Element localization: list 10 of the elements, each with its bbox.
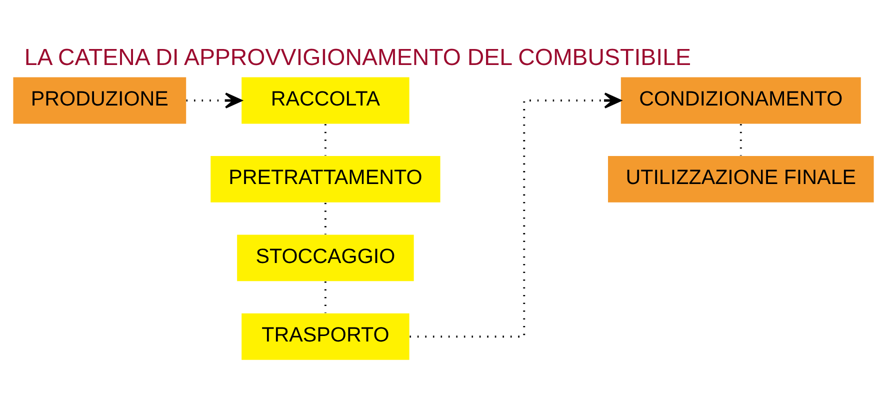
node-box: TRASPORTO <box>242 313 410 360</box>
node-box: PRETRATTAMENTO <box>210 156 440 202</box>
diagram-title: LA CATENA DI APPROVVIGIONAMENTO DEL COMBUSTIBILE <box>24 44 692 70</box>
node-box: STOCCAGGIO <box>237 234 414 282</box>
arrow <box>410 92 622 338</box>
node-box: PRODUZIONE <box>13 77 186 124</box>
node-box: CONDIZIONAMENTO <box>620 77 861 124</box>
arrow <box>186 92 242 108</box>
node-box: UTILIZZAZIONE FINALE <box>608 156 874 202</box>
node-box: RACCOLTA <box>242 77 410 124</box>
